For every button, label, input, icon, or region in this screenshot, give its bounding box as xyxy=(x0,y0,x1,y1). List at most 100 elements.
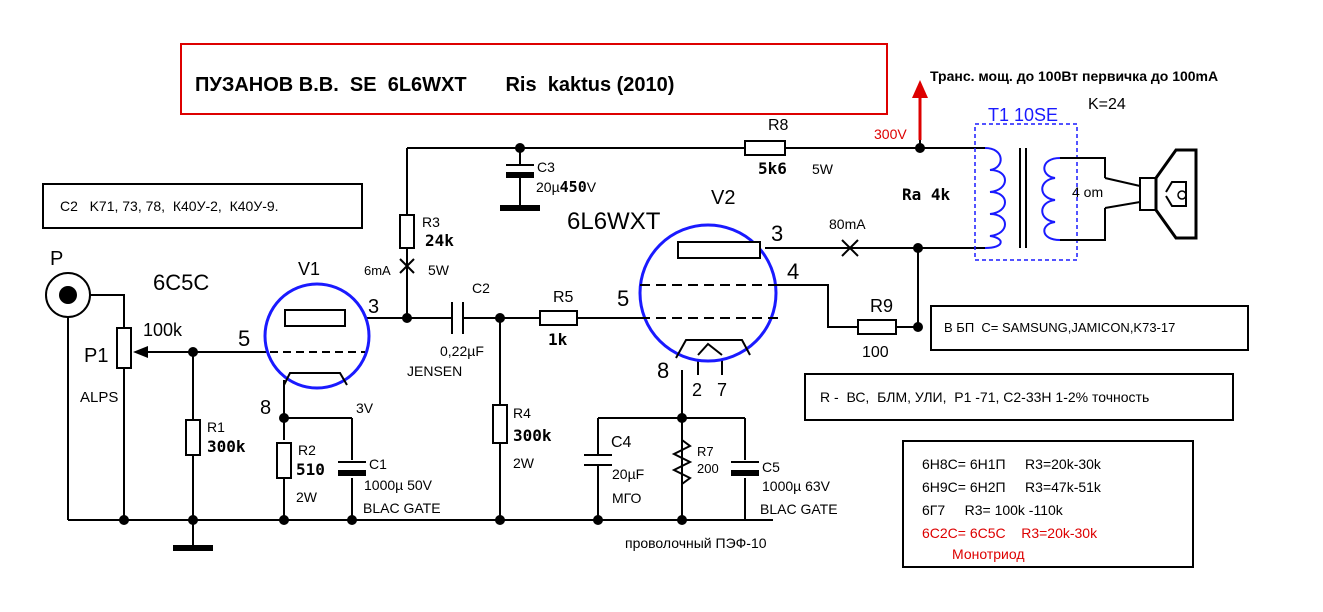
svg-text:300k: 300k xyxy=(513,426,552,445)
capacitor-c4: C4 20µF МГО xyxy=(584,434,644,506)
resistor-r2: R2 510 2W xyxy=(276,442,325,505)
svg-text:2W: 2W xyxy=(296,489,318,505)
resistor-r8: R8 5k6 5W xyxy=(744,117,834,178)
resistor-r1: R1 300k xyxy=(185,419,246,456)
svg-text:100: 100 xyxy=(862,344,889,361)
svg-text:3: 3 xyxy=(368,296,379,318)
junction-dots xyxy=(119,143,925,525)
svg-text:Ra 4k: Ra 4k xyxy=(902,185,951,204)
svg-text:R3: R3 xyxy=(422,214,440,230)
svg-text:20µ450V: 20µ450V xyxy=(536,178,597,196)
svg-text:1000µ 63V: 1000µ 63V xyxy=(762,478,831,494)
svg-text:Транс. мощ. до 100Вт первичка: Транс. мощ. до 100Вт первичка до 100mA xyxy=(930,68,1218,84)
svg-text:5W: 5W xyxy=(812,161,834,177)
resistor-r7: R7 200 проволочный ПЭФ-10 xyxy=(625,439,767,551)
caps-note-text: C2 K71, 73, 78, К40У-2, К40У-9. xyxy=(60,198,279,214)
speaker-icon xyxy=(1104,148,1198,240)
caps-note: C2 K71, 73, 78, К40У-2, К40У-9. xyxy=(42,183,363,229)
svg-text:510: 510 xyxy=(296,460,325,479)
svg-text:6mA: 6mA xyxy=(364,263,391,278)
svg-text:4: 4 xyxy=(787,259,799,284)
subs-red-sub: Монотриод xyxy=(952,546,1025,562)
svg-text:3: 3 xyxy=(771,221,783,246)
capacitor-c3: C3 20µ450V xyxy=(500,159,597,211)
current-marker-80ma: 80mA xyxy=(829,216,866,257)
svg-text:R2: R2 xyxy=(298,442,316,458)
resistor-note-text: R - ВС, БЛМ, УЛИ, Р1 -71, С2-33Н 1-2% то… xyxy=(820,389,1150,405)
svg-text:300V: 300V xyxy=(874,126,907,142)
svg-text:R7: R7 xyxy=(697,444,714,459)
svg-text:C5: C5 xyxy=(762,459,780,475)
svg-text:2W: 2W xyxy=(513,455,535,471)
svg-text:5: 5 xyxy=(238,326,250,351)
svg-text:7: 7 xyxy=(717,380,727,400)
output-transformer-t1: T1 10SE K=24 Ra 4k 4 om xyxy=(902,96,1126,261)
svg-text:R9: R9 xyxy=(870,296,893,316)
svg-text:1000µ 50V: 1000µ 50V xyxy=(364,477,433,493)
svg-text:6L6WXT: 6L6WXT xyxy=(567,208,661,235)
svg-text:2: 2 xyxy=(692,380,702,400)
svg-text:R1: R1 xyxy=(207,419,225,435)
svg-text:20µF: 20µF xyxy=(612,466,644,482)
svg-text:24k: 24k xyxy=(425,231,454,250)
subs-line-red: 6С2С= 6С5С R3=20k-30k xyxy=(922,525,1098,541)
svg-text:5k6: 5k6 xyxy=(758,159,787,178)
svg-text:V1: V1 xyxy=(298,259,320,279)
svg-text:4 om: 4 om xyxy=(1072,184,1103,200)
svg-text:K=24: K=24 xyxy=(1088,96,1126,113)
subs-line-1: 6Н8С= 6Н1П R3=20k-30k xyxy=(922,456,1101,472)
svg-text:R8: R8 xyxy=(768,117,789,134)
svg-text:T1 10SE: T1 10SE xyxy=(988,105,1058,125)
svg-text:C2: C2 xyxy=(472,280,490,296)
svg-text:МГО: МГО xyxy=(612,490,641,506)
svg-text:R5: R5 xyxy=(553,289,574,306)
svg-text:BLAC GATE: BLAC GATE xyxy=(760,501,838,517)
svg-text:200: 200 xyxy=(697,461,719,476)
svg-text:5: 5 xyxy=(617,286,629,311)
svg-text:C4: C4 xyxy=(611,434,632,451)
svg-text:6C5C: 6C5C xyxy=(153,270,209,295)
svg-text:P1: P1 xyxy=(84,345,108,367)
svg-text:80mA: 80mA xyxy=(829,216,866,232)
capacitor-c5: C5 1000µ 63V BLAC GATE xyxy=(731,459,838,517)
svg-text:5W: 5W xyxy=(428,262,450,278)
substitution-table: 6Н8С= 6Н1П R3=20k-30k 6Н9С= 6Н2П R3=47k-… xyxy=(902,440,1194,568)
svg-text:1k: 1k xyxy=(548,330,568,349)
input-label: P xyxy=(50,248,63,270)
svg-text:BLAC GATE: BLAC GATE xyxy=(363,500,441,516)
svg-text:8: 8 xyxy=(657,358,669,383)
subs-line-2: 6Н9С= 6Н2П R3=47k-51k xyxy=(922,479,1101,495)
capacitor-c1: C1 1000µ 50V BLAC GATE 3V xyxy=(338,400,441,516)
title: ПУЗАНОВ В.В. SE 6L6WXT Ris kaktus (2010) xyxy=(195,74,674,96)
capacitor-c2: C2 0,22µF JENSEN xyxy=(407,280,490,379)
resistor-r9: R9 100 xyxy=(857,296,897,361)
resistor-r4: R4 300k 2W xyxy=(492,404,552,471)
svg-text:ALPS: ALPS xyxy=(80,389,118,406)
subs-line-3: 6Г7 R3= 100k -110k xyxy=(922,502,1063,518)
resistor-r3: R3 24k 6mA 5W xyxy=(364,214,454,278)
resistor-r5: R5 1k xyxy=(539,289,578,349)
svg-text:300k: 300k xyxy=(207,437,246,456)
wires xyxy=(67,95,985,545)
b-plus-arrow: 300V Транс. мощ. до 100Вт первичка до 10… xyxy=(874,68,1218,142)
tube-v2: V2 6L6WXT 5 3 4 8 2 7 xyxy=(567,187,799,400)
psu-note-text: В БП C= SAMSUNG,JAMICON,K73-17 xyxy=(944,320,1176,335)
svg-text:V2: V2 xyxy=(711,187,735,209)
resistor-note: R - ВС, БЛМ, УЛИ, Р1 -71, С2-33Н 1-2% то… xyxy=(804,373,1234,421)
ground-symbol xyxy=(173,545,213,551)
tube-v1: V1 6C5C 5 3 8 xyxy=(153,259,379,419)
svg-text:C3: C3 xyxy=(537,159,555,175)
svg-text:проволочный ПЭФ-10: проволочный ПЭФ-10 xyxy=(625,535,767,551)
svg-text:3V: 3V xyxy=(356,400,374,416)
svg-text:8: 8 xyxy=(260,397,271,419)
input-jack: P xyxy=(45,248,91,318)
psu-note: В БП C= SAMSUNG,JAMICON,K73-17 xyxy=(930,305,1249,351)
potentiometer-p1: P1 100k ALPS xyxy=(80,320,183,406)
svg-text:JENSEN: JENSEN xyxy=(407,363,462,379)
svg-text:0,22µF: 0,22µF xyxy=(440,343,484,359)
svg-text:R4: R4 xyxy=(513,405,531,421)
title-frame xyxy=(180,43,888,115)
svg-text:C1: C1 xyxy=(369,456,387,472)
svg-text:100k: 100k xyxy=(143,320,183,340)
